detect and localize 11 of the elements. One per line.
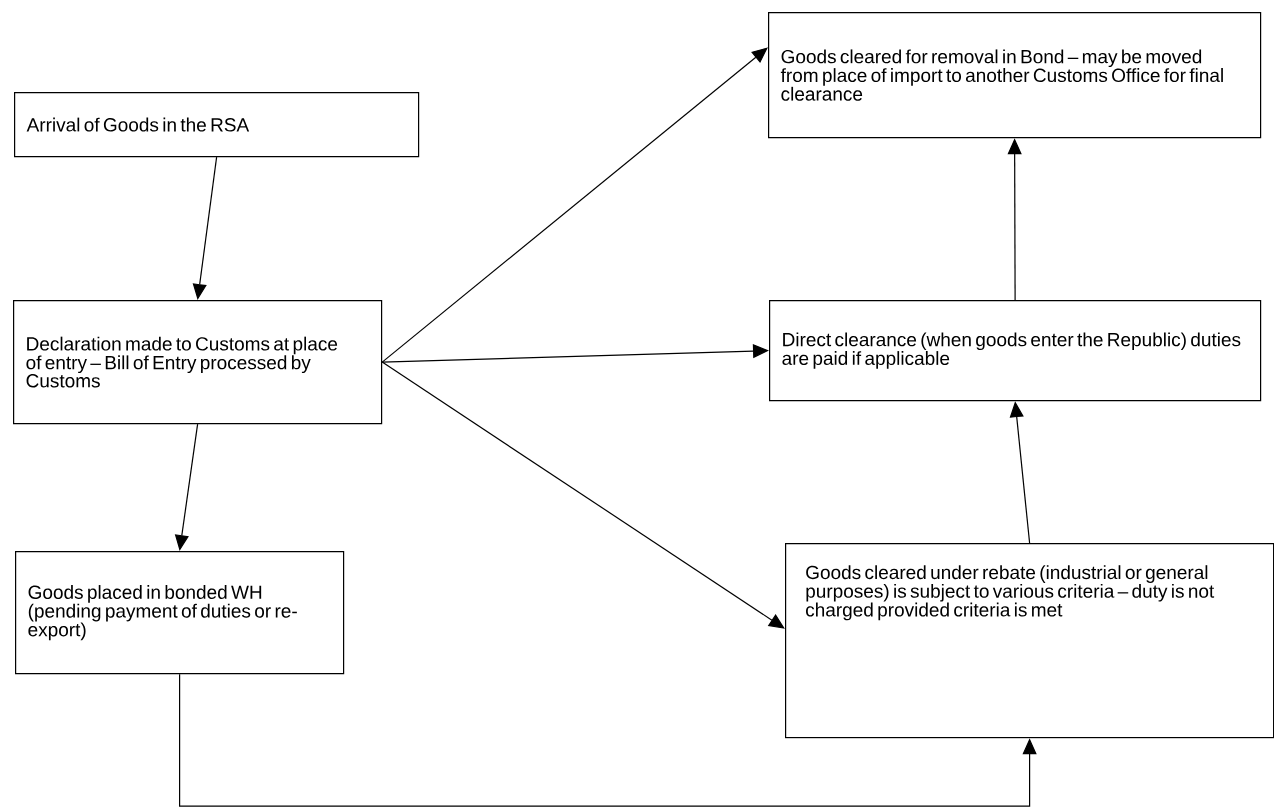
arrow — [381, 47, 768, 363]
arrow — [381, 361, 785, 629]
process-box: Goods placed in bonded WH (pending payment of duties or re-export) — [15, 551, 345, 675]
arrow — [192, 156, 218, 300]
arrow — [179, 673, 1037, 807]
process-box: Direct clearance (when goods enter the Republic) duties are paid if applicable — [769, 300, 1262, 402]
process-box: Declaration made to Customs at place of entry – Bill of Entry processed by Customs — [13, 300, 383, 425]
process-box: Arrival of Goods in the RSA — [14, 92, 420, 158]
arrow — [381, 343, 769, 363]
process-box: Goods cleared under rebate (industrial or general purposes) is subject to various criteria – duty is not charged provided criteria is met — [785, 543, 1274, 739]
process-box: Goods cleared for removal in Bond – may be moved from place of import to another Customs Office for final clearance — [768, 12, 1262, 139]
